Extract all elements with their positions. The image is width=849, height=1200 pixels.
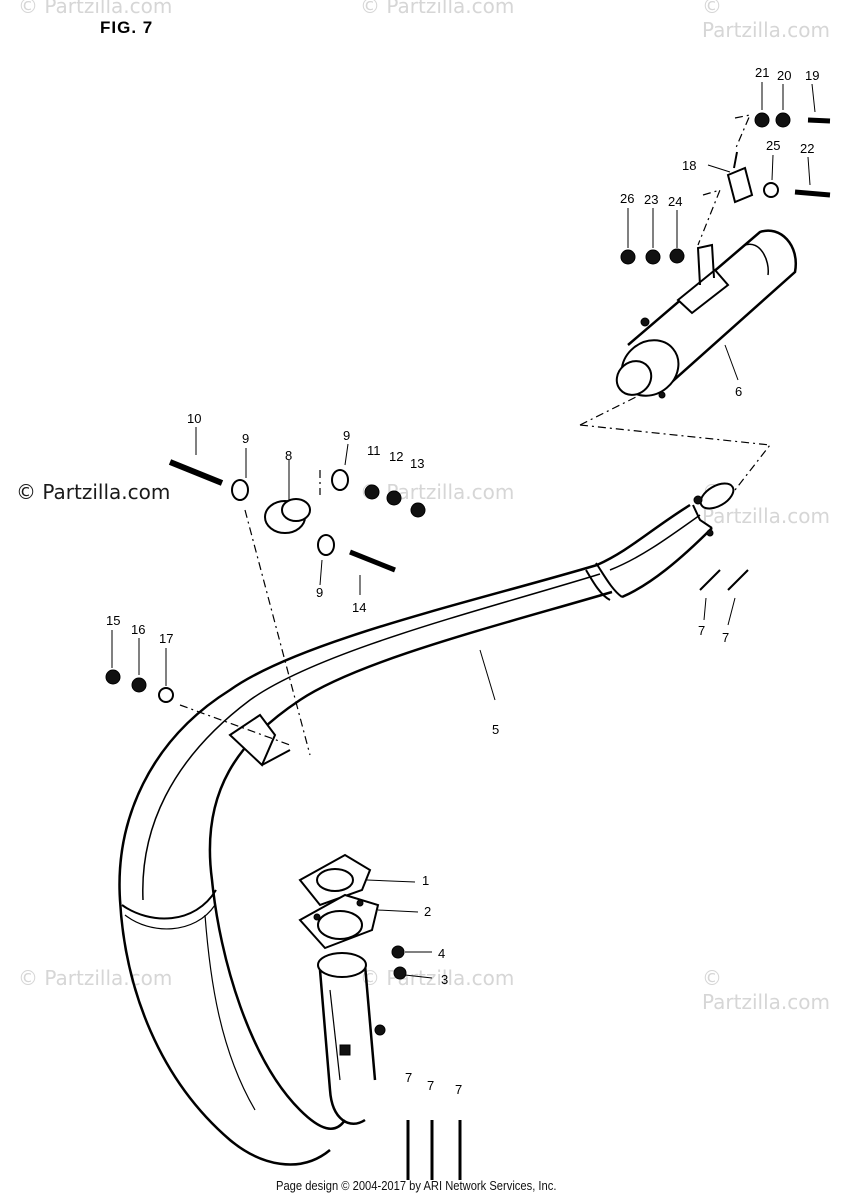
callout-7c: 7 <box>405 1070 412 1085</box>
callout-7b: 7 <box>722 630 729 645</box>
watermark-bottom-right: © Partzilla.com <box>702 966 830 1014</box>
callout-6: 6 <box>735 384 742 399</box>
assembly-lines <box>179 114 772 756</box>
rubber-mount-8 <box>264 498 311 534</box>
callout-18: 18 <box>682 158 696 173</box>
callouts: 1 2 3 4 5 6 7 7 7 7 7 8 9 9 9 10 11 12 1… <box>106 65 819 1097</box>
callout-21: 21 <box>755 65 769 80</box>
callout-16: 16 <box>131 622 145 637</box>
callout-15: 15 <box>106 613 120 628</box>
washer-12 <box>386 490 402 506</box>
callout-4: 4 <box>438 946 445 961</box>
callout-12: 12 <box>389 449 403 464</box>
washer-9b <box>331 469 349 491</box>
washer-17 <box>158 687 174 703</box>
callout-7a: 7 <box>698 623 705 638</box>
watermark-mid-left: © Partzilla.com <box>16 480 171 504</box>
callout-9c: 9 <box>316 585 323 600</box>
callout-3: 3 <box>441 972 448 987</box>
callout-7e: 7 <box>455 1082 462 1097</box>
callout-8: 8 <box>285 448 292 463</box>
callout-14: 14 <box>352 600 366 615</box>
callout-1: 1 <box>422 873 429 888</box>
top-leader-lines <box>627 82 816 248</box>
watermark-bottom-left: © Partzilla.com <box>18 966 173 990</box>
callout-23: 23 <box>644 192 658 207</box>
washer-9a <box>231 479 249 501</box>
callout-13: 13 <box>410 456 424 471</box>
callout-25: 25 <box>766 138 780 153</box>
bolt-10 <box>168 459 224 486</box>
exhaust-pipe-5 <box>118 482 735 1166</box>
muffler-6 <box>615 229 798 399</box>
nut-11 <box>364 484 380 500</box>
callout-2: 2 <box>424 904 431 919</box>
nut-15 <box>105 669 121 685</box>
washer-16 <box>131 677 147 693</box>
callout-26: 26 <box>620 191 634 206</box>
watermark-top-left: © Partzilla.com <box>18 0 173 18</box>
exhaust-header-inlet <box>317 952 386 1125</box>
watermark-mid-center: © Partzilla.com <box>360 480 515 504</box>
callout-9a: 9 <box>242 431 249 446</box>
callout-20: 20 <box>777 68 791 83</box>
bolt-14 <box>349 549 396 573</box>
figure-title: FIG. 7 <box>100 18 154 37</box>
nut-4 <box>391 945 405 959</box>
washer-9c <box>317 534 335 556</box>
watermark-top-center: © Partzilla.com <box>360 0 515 18</box>
flange-2 <box>298 893 380 950</box>
callout-7d: 7 <box>427 1078 434 1093</box>
callout-17: 17 <box>159 631 173 646</box>
callout-11: 11 <box>367 443 381 458</box>
nut-3 <box>393 966 407 980</box>
springs-7 <box>406 569 749 1180</box>
callout-5: 5 <box>492 722 499 737</box>
watermark-bottom-center: © Partzilla.com <box>360 966 515 990</box>
muffler-fasteners <box>620 112 831 265</box>
pipe-mount-bracket <box>228 713 291 767</box>
nut-13 <box>410 502 426 518</box>
callout-19: 19 <box>805 68 819 83</box>
gasket-1 <box>298 853 372 907</box>
callout-9b: 9 <box>343 428 350 443</box>
footer-copyright: Page design © 2004-2017 by ARI Network S… <box>276 1178 557 1193</box>
callout-24: 24 <box>668 194 682 209</box>
callout-22: 22 <box>800 141 814 156</box>
watermark-top-right: © Partzilla.com <box>702 0 830 42</box>
leader-lines <box>111 164 739 979</box>
callout-10: 10 <box>187 411 201 426</box>
